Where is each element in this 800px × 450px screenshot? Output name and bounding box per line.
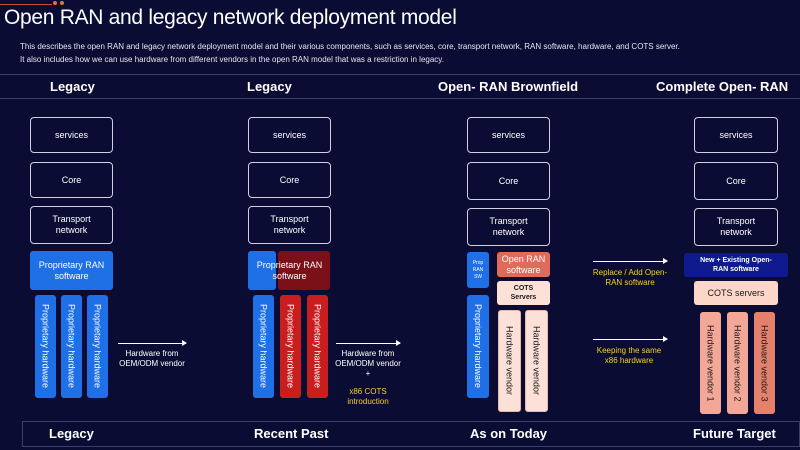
- col3-open-ran-software: Open RAN software: [497, 252, 550, 277]
- col3-core-box: Core: [467, 162, 550, 200]
- col2-arrow: [336, 340, 401, 346]
- description-line-1: This describes the open RAN and legacy n…: [20, 42, 680, 51]
- header-legacy-1: Legacy: [50, 79, 95, 94]
- footer-future-target: Future Target: [693, 426, 776, 441]
- description-line-2: It also includes how we can use hardware…: [20, 55, 444, 64]
- col2-transport-box: Transport network: [248, 206, 331, 244]
- col1-hardware-3-label: Proprietary hardware: [92, 304, 103, 389]
- col3-services-box: services: [467, 117, 550, 153]
- col1-hardware-2-label: Proprietary hardware: [66, 304, 77, 389]
- col3-hardware-vendor-2: Hardware vendor: [525, 310, 548, 412]
- col3-proprietary-hardware-label: Proprietary hardware: [473, 304, 483, 389]
- col3-note-replace: Replace / Add Open-RAN software: [592, 268, 668, 287]
- col3-hardware-vendor-1-label: Hardware vendor: [504, 326, 515, 396]
- col4-core-box: Core: [694, 162, 778, 200]
- col1-services-box: services: [30, 117, 113, 153]
- col1-hardware-3: Proprietary hardware: [87, 295, 108, 398]
- col4-hardware-vendor-1: Hardware vendor 1: [700, 312, 721, 414]
- col3-prop-ran-sw: Prop RAN SW: [467, 252, 489, 288]
- col3-hardware-vendor-1: Hardware vendor: [498, 310, 521, 412]
- col4-open-ran-software: New + Existing Open-RAN software: [684, 253, 788, 277]
- col2-hardware-3: Proprietary hardware: [307, 295, 328, 398]
- col1-core-box: Core: [30, 162, 113, 198]
- col2-ran-software-red-part: [278, 251, 330, 290]
- col2-ran-software-blue-part: [248, 251, 276, 290]
- col3-cots-servers: COTS Servers: [497, 281, 550, 305]
- col2-services-box: services: [248, 117, 331, 153]
- col2-hardware-3-label: Proprietary hardware: [312, 304, 323, 389]
- col3-arrow-top: [593, 258, 668, 264]
- col4-hardware-vendor-3: Hardware vendor 3: [754, 312, 775, 414]
- title-accent-line: [0, 4, 52, 5]
- col4-transport-box: Transport network: [694, 208, 778, 246]
- col2-arrow-label: Hardware from OEM/ODM vendor: [335, 349, 401, 368]
- description: This describes the open RAN and legacy n…: [20, 40, 680, 66]
- col2-cots-note: x86 COTS introduction: [347, 387, 389, 406]
- col4-services-box: services: [694, 117, 778, 153]
- col2-hardware-1: Proprietary hardware: [253, 295, 274, 398]
- col1-arrow: [118, 340, 187, 346]
- col1-hardware-1-label: Proprietary hardware: [40, 304, 51, 389]
- header-open-ran-brownfield: Open- RAN Brownfield: [438, 79, 579, 94]
- col3-proprietary-hardware: Proprietary hardware: [467, 295, 489, 398]
- col3-hardware-vendor-2-label: Hardware vendor: [531, 326, 542, 396]
- col2-hardware-2-label: Proprietary hardware: [285, 304, 296, 389]
- col3-transport-box: Transport network: [467, 208, 550, 246]
- col2-plus: +: [365, 369, 371, 378]
- footer-bar: [22, 421, 800, 447]
- footer-recent-past: Recent Past: [254, 426, 329, 441]
- col2-hardware-1-label: Proprietary hardware: [258, 304, 269, 389]
- col2-core-box: Core: [248, 162, 331, 198]
- header-legacy-2: Legacy: [247, 79, 292, 94]
- footer-as-on-today: As on Today: [470, 426, 548, 441]
- col4-cots-servers: COTS servers: [694, 281, 778, 305]
- col1-ran-software-box: Proprietary RAN software: [30, 251, 113, 290]
- col2-hardware-2: Proprietary hardware: [280, 295, 301, 398]
- col1-hardware-1: Proprietary hardware: [35, 295, 56, 398]
- col4-hardware-vendor-2-label: Hardware vendor 2: [732, 324, 743, 402]
- col4-hardware-vendor-3-label: Hardware vendor 3: [759, 324, 770, 402]
- header-bar: [0, 74, 800, 99]
- col2-ran-software-label: Proprietary RAN software: [256, 259, 323, 281]
- col1-hardware-2: Proprietary hardware: [61, 295, 82, 398]
- col1-arrow-label: Hardware from OEM/ODM vendor: [119, 349, 185, 368]
- col1-transport-box: Transport network: [30, 206, 113, 244]
- col4-hardware-vendor-1-label: Hardware vendor 1: [705, 324, 716, 402]
- header-complete-open-ran: Complete Open- RAN: [656, 79, 789, 94]
- col3-arrow-bottom: [593, 336, 668, 342]
- footer-legacy: Legacy: [49, 426, 94, 441]
- col3-note-keeping: Keeping the same x86 hardware: [596, 346, 662, 365]
- title-accent-dots: [53, 1, 64, 5]
- col4-hardware-vendor-2: Hardware vendor 2: [727, 312, 748, 414]
- page-title: Open RAN and legacy network deployment m…: [4, 6, 457, 29]
